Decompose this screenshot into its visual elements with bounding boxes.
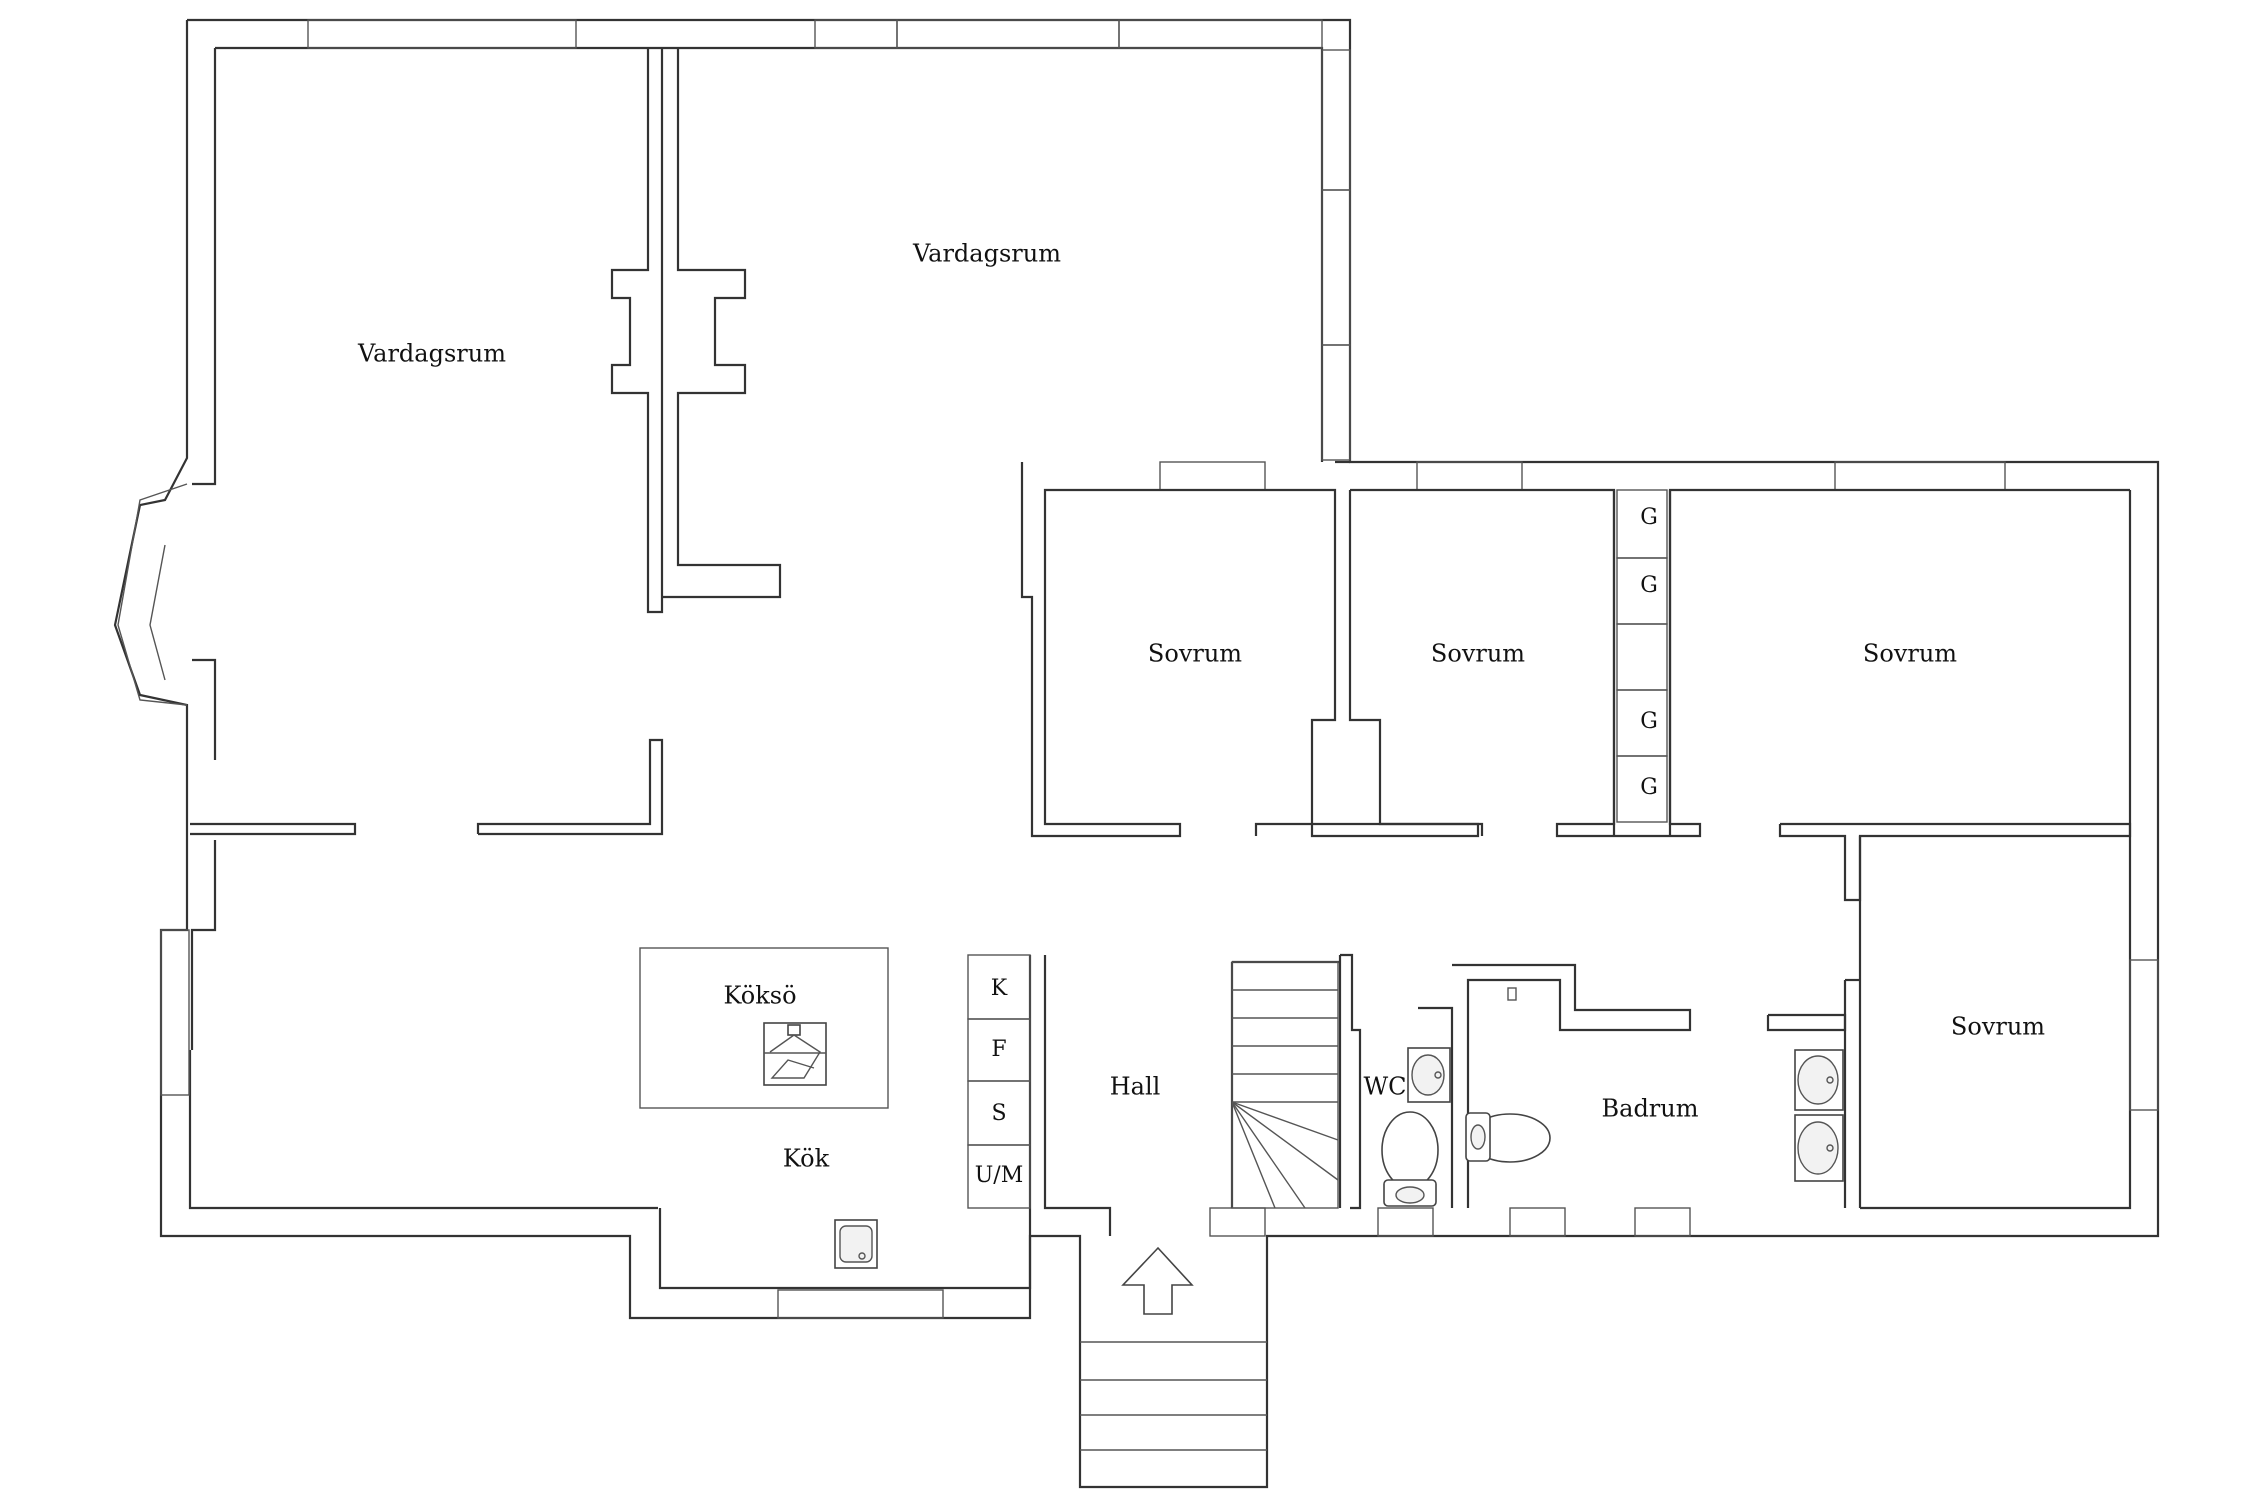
- room-labels: Vardagsrum Vardagsrum Sovrum Sovrum Sovr…: [357, 240, 2045, 1173]
- sink-icon: [1794, 1114, 1844, 1182]
- entrance-arrow-icon: [1121, 1246, 1194, 1315]
- closet-label-um: U/M: [975, 1163, 1023, 1188]
- wc-fixtures: [1381, 1047, 1451, 1207]
- room-label-koksoe: Köksö: [723, 982, 796, 1010]
- room-label-kok: Kök: [783, 1145, 830, 1173]
- closet-label-k: K: [991, 976, 1008, 1001]
- room-label-vardagsrum-right: Vardagsrum: [912, 240, 1061, 268]
- closet-label-f: F: [991, 1037, 1006, 1062]
- cooktop-icon: [763, 1022, 827, 1086]
- room-label-sovrum-3: Sovrum: [1863, 640, 1957, 668]
- room-label-sovrum-2: Sovrum: [1431, 640, 1525, 668]
- room-label-badrum: Badrum: [1602, 1095, 1699, 1123]
- staircase-icon: [1231, 961, 1339, 1209]
- wardrobe-column: [1616, 489, 1668, 823]
- bathroom-fixtures: [1465, 987, 1844, 1182]
- room-label-wc: WC: [1363, 1073, 1406, 1101]
- entrance-steps: [1080, 1341, 1267, 1451]
- windows: [160, 19, 2159, 1319]
- sink-icon: [834, 1219, 878, 1269]
- room-label-sovrum-4: Sovrum: [1951, 1013, 2045, 1041]
- toilet-icon: [1465, 1112, 1551, 1163]
- room-label-vardagsrum-left: Vardagsrum: [357, 340, 506, 368]
- toilet-icon: [1381, 1111, 1439, 1207]
- closet-label-g-2: G: [1640, 573, 1658, 598]
- closet-labels: G G G G K F S U/M: [975, 505, 1658, 1188]
- exterior-walls: [113, 18, 2160, 1489]
- sink-icon: [1794, 1049, 1844, 1111]
- room-label-hall: Hall: [1110, 1073, 1161, 1101]
- room-label-sovrum-1: Sovrum: [1148, 640, 1242, 668]
- kitchen-island: [639, 947, 889, 1109]
- closet-label-g-4: G: [1640, 775, 1658, 800]
- closet-label-s: S: [991, 1101, 1006, 1126]
- closet-label-g-1: G: [1640, 505, 1658, 530]
- appliance-column: [967, 954, 1031, 1209]
- sink-icon: [1407, 1047, 1451, 1103]
- closet-label-g-3: G: [1640, 709, 1658, 734]
